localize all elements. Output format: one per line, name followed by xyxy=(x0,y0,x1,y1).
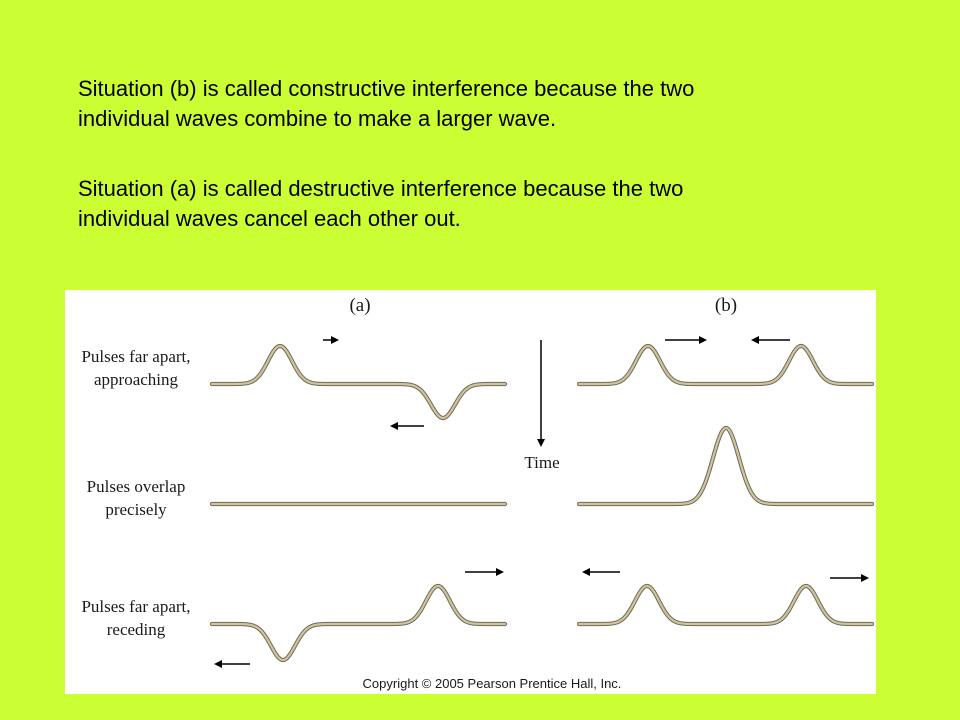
row-label-approaching-1: Pulses far apart, xyxy=(81,347,190,366)
column-label-b: (b) xyxy=(715,295,737,316)
column-label-a: (a) xyxy=(349,295,370,316)
row-label-receding-2: receding xyxy=(107,620,166,639)
interference-diagram: (a) (b) Pulses far apart, approaching Pu… xyxy=(81,295,875,691)
wave-a-approaching-fill xyxy=(210,344,507,420)
interference-figure: (a) (b) Pulses far apart, approaching Pu… xyxy=(65,290,876,694)
paragraph-line: individual waves combine to make a large… xyxy=(78,106,557,131)
wave-group xyxy=(209,343,875,663)
paragraph-destructive: Situation (a) is called destructive inte… xyxy=(78,174,878,234)
row-label-overlap-2: precisely xyxy=(105,500,167,519)
wave-a-receding-fill xyxy=(210,584,507,662)
wave-a-approaching-outline xyxy=(209,343,508,421)
copyright-text: Copyright © 2005 Pearson Prentice Hall, … xyxy=(363,676,622,691)
paragraph-line: Situation (b) is called constructive int… xyxy=(78,76,695,101)
paragraph-constructive: Situation (b) is called constructive int… xyxy=(78,74,878,134)
row-label-overlap-1: Pulses overlap xyxy=(87,477,186,496)
time-label: Time xyxy=(524,453,559,472)
paragraph-line: individual waves cancel each other out. xyxy=(78,206,461,231)
wave-b-receding-fill xyxy=(577,584,874,626)
paragraph-line: Situation (a) is called destructive inte… xyxy=(78,176,684,201)
row-label-receding-1: Pulses far apart, xyxy=(81,597,190,616)
wave-b-overlap-outline xyxy=(576,425,875,507)
wave-b-overlap-fill xyxy=(577,426,874,506)
row-label-approaching-2: approaching xyxy=(94,370,179,389)
wave-b-approaching-fill xyxy=(577,344,874,386)
